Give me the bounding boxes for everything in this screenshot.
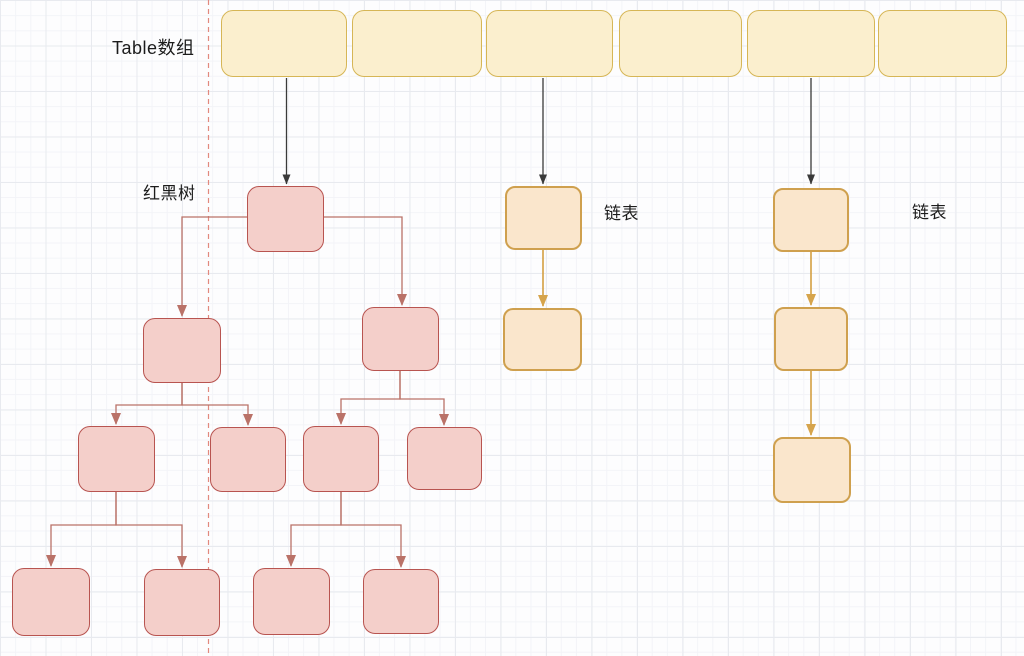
tree-ll[interactable]	[78, 426, 155, 492]
edge-ll-to-lll	[46, 492, 117, 567]
edge-ll-to-llr	[115, 492, 187, 568]
array-cell-3[interactable]	[486, 10, 613, 77]
edge-rl-to-rlr	[340, 492, 406, 568]
tree-rr[interactable]	[407, 427, 482, 490]
list-a-node-2[interactable]	[503, 308, 582, 371]
tree-lr[interactable]	[210, 427, 286, 492]
edge-rl-to-rll	[286, 492, 342, 567]
tree-llr[interactable]	[144, 569, 220, 636]
edge-root-to-right	[324, 216, 407, 306]
tree-r[interactable]	[362, 307, 439, 371]
array-cell-6[interactable]	[878, 10, 1007, 77]
edge-root-to-left	[177, 216, 247, 317]
list-a-label: 链表	[604, 204, 639, 223]
tree-lll[interactable]	[12, 568, 90, 636]
tree-rl[interactable]	[303, 426, 379, 492]
edge-left-to-lr	[181, 383, 253, 426]
tree-label: 红黑树	[143, 184, 196, 203]
array-cell-1[interactable]	[221, 10, 347, 77]
tree-rll[interactable]	[253, 568, 330, 635]
tree-l[interactable]	[143, 318, 221, 383]
array-label: Table数组	[112, 38, 195, 58]
list-b-label: 链表	[912, 203, 947, 222]
array-cell-2[interactable]	[352, 10, 482, 77]
tree-rlr[interactable]	[363, 569, 439, 634]
array-cell-5[interactable]	[747, 10, 875, 77]
edge-right-to-rl	[336, 371, 401, 425]
list-b-node-3[interactable]	[773, 437, 851, 503]
array-cell-4[interactable]	[619, 10, 742, 77]
tree-root[interactable]	[247, 186, 324, 252]
list-b-node-1[interactable]	[773, 188, 849, 252]
list-a-node-1[interactable]	[505, 186, 582, 250]
edge-right-to-rr	[399, 371, 449, 426]
list-b-node-2[interactable]	[774, 307, 848, 371]
edge-left-to-ll	[111, 383, 183, 425]
